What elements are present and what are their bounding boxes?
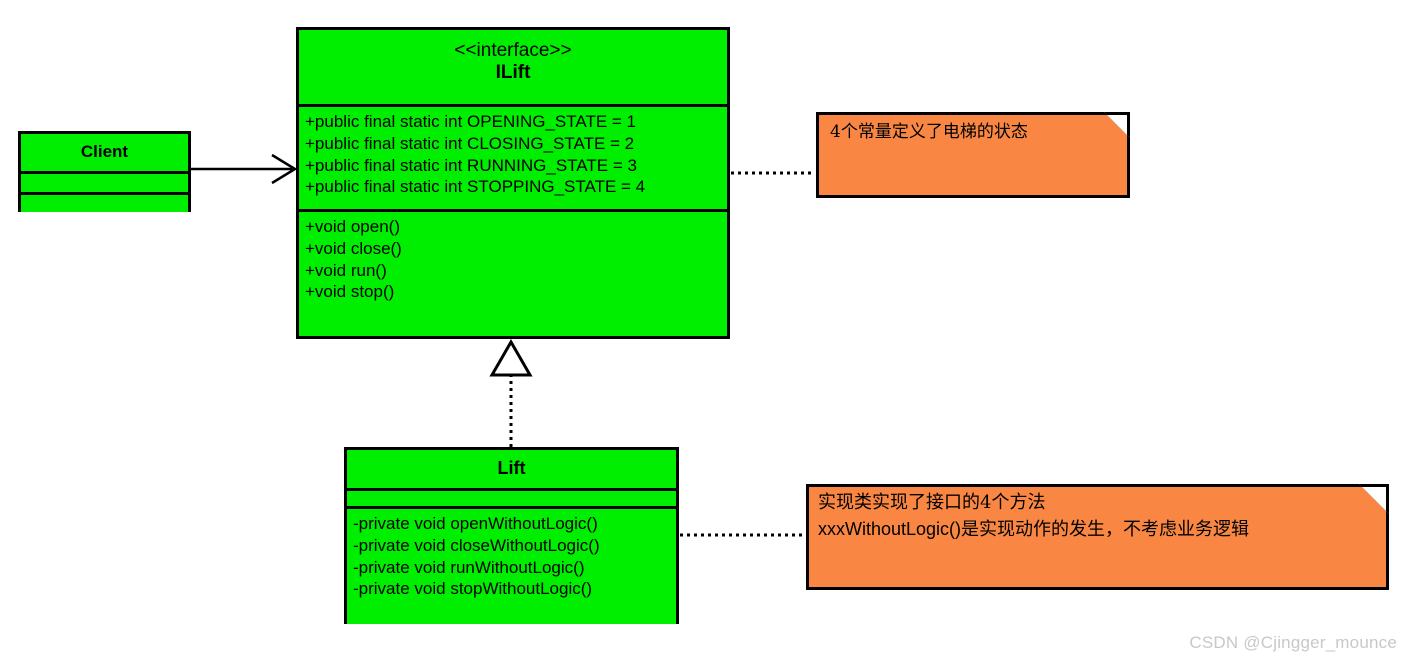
class-operations-lift: -private void openWithoutLogic() -privat… [347, 506, 676, 624]
class-operation: -private void runWithoutLogic() [353, 557, 585, 577]
note-text-constants: 4个常量定义了电梯的状态 [830, 122, 1028, 142]
class-attribute: +public final static int OPENING_STATE =… [305, 112, 637, 131]
class-operation: +void run() [305, 260, 387, 280]
class-operation: +void close() [305, 238, 402, 258]
note-line-2-prefix: xxxWithoutLogic() [818, 519, 962, 540]
class-stereotype-ilift: <<interface>> [454, 40, 572, 61]
class-box-client[interactable]: Client [18, 131, 191, 212]
watermark: CSDN @Cjingger_mounce [1189, 633, 1397, 652]
class-attribute: +public final static int CLOSING_STATE =… [305, 133, 635, 153]
class-operation: +void stop() [305, 282, 395, 302]
class-header-lift: Lift [347, 450, 676, 488]
class-header-ilift: <<interface>> ILift [299, 30, 727, 104]
note-implementation[interactable]: 实现类实现了接口的4个方法 xxxWithoutLogic()是实现动作的发生，不… [806, 483, 1390, 590]
connector-client-to-ilift [191, 153, 298, 185]
note-text-implementation: 实现类实现了接口的4个方法 xxxWithoutLogic()是实现动作的发生，不… [818, 490, 1249, 543]
class-box-lift[interactable]: Lift -private void openWithoutLogic() -p… [344, 447, 679, 624]
class-operations-ilift: +void open() +void close() +void run() +… [299, 209, 727, 336]
note-constants[interactable]: 4个常量定义了电梯的状态 [816, 111, 1131, 198]
class-name-client: Client [80, 142, 129, 161]
class-header-client: Client [21, 134, 188, 171]
class-name-ilift: ILift [495, 61, 531, 83]
note-fold-inner-icon [1107, 115, 1127, 135]
class-attribute: +public final static int RUNNING_STATE =… [305, 155, 637, 175]
note-body [816, 112, 1130, 198]
class-box-ilift[interactable]: <<interface>> ILift +public final static… [296, 27, 730, 339]
note-line-2-suffix: 是实现动作的发生，不考虑业务逻辑 [961, 519, 1250, 541]
note-line-1: 实现类实现了接口的4个方法 [818, 492, 1046, 513]
class-operation: -private void stopWithoutLogic() [353, 579, 593, 599]
class-attribute: +public final static int STOPPING_STATE … [305, 177, 646, 197]
class-attributes-ilift: +public final static int OPENING_STATE =… [299, 104, 727, 209]
class-operation: -private void openWithoutLogic() [353, 514, 598, 533]
class-operations-client [21, 192, 188, 212]
class-attributes-client [21, 171, 188, 192]
note-fold-inner-icon [1362, 487, 1386, 511]
class-operation: +void open() [305, 217, 400, 236]
connector-lift-realizes-ilift [489, 338, 533, 447]
class-operation: -private void closeWithoutLogic() [353, 535, 600, 555]
class-name-lift: Lift [497, 458, 526, 478]
note-body [806, 484, 1389, 590]
class-attributes-lift [347, 488, 676, 506]
